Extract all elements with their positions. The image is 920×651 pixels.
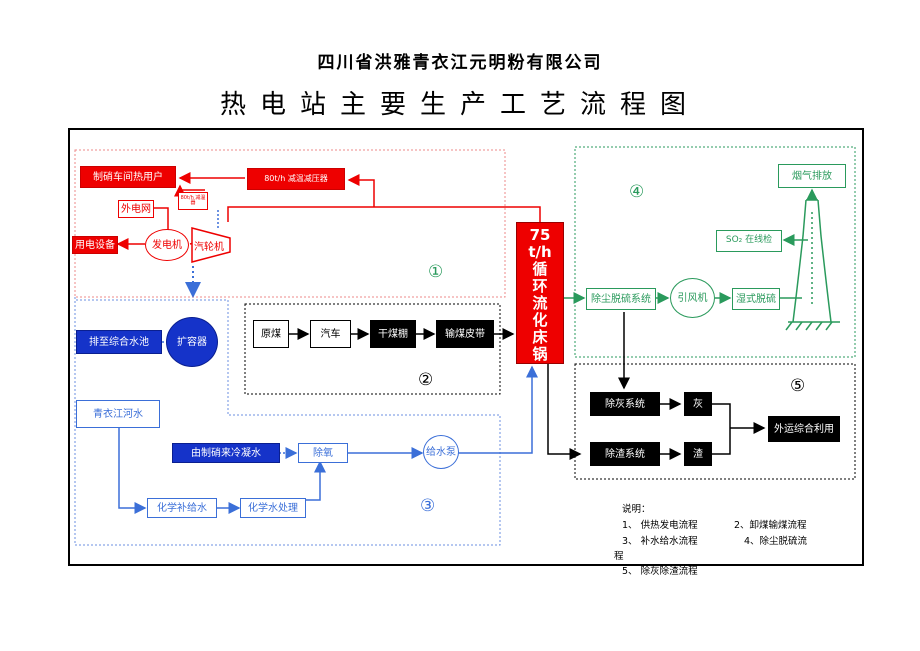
deaerator-box: 除氧	[298, 443, 348, 463]
section-number-5: ⑤	[790, 376, 806, 396]
generator-node: 发电机	[145, 229, 189, 261]
dust-desulf-box: 除尘脱硫系统	[586, 288, 656, 310]
flue-exhaust-box: 烟气排放	[778, 164, 846, 188]
feed-pump-node: 给水泵	[423, 435, 459, 469]
section-number-3: ③	[420, 496, 436, 516]
turbine-label: 汽轮机	[194, 242, 224, 253]
chem-treatment-box: 化学水处理	[240, 498, 306, 518]
dry-shed-box: 干煤棚	[370, 320, 416, 348]
river-box: 青衣江河水	[76, 400, 160, 428]
grid-box: 外电网	[118, 200, 154, 218]
reuse-box: 外运综合利用	[768, 416, 840, 442]
diagram-title: 热电站主要生产工艺流程图	[219, 90, 700, 120]
section-number-4: ④	[629, 182, 645, 202]
slag-box: 渣	[684, 442, 712, 466]
expander-node: 扩容器	[166, 317, 218, 367]
note-1: 1、 供热发电流程	[622, 520, 698, 531]
power-equipment-box: 用电设备	[72, 236, 118, 254]
induced-fan-node: 引风机	[670, 278, 715, 318]
chimney-icon	[785, 199, 840, 331]
wet-desulf-box: 湿式脱硫	[732, 288, 780, 310]
so2-monitor-box: SO₂ 在线检	[716, 230, 782, 252]
chem-makeup-box: 化学补给水	[147, 498, 217, 518]
note-3: 3、 补水给水流程	[622, 536, 698, 547]
pool-box: 排至综合水池	[76, 330, 162, 354]
ash-box: 灰	[684, 392, 712, 416]
heat-user-box: 制硝车间热用户	[80, 166, 176, 188]
conveyor-box: 输煤皮带	[436, 320, 494, 348]
note-4: 4、除尘脱硫流	[744, 536, 808, 547]
slag-system-box: 除渣系统	[590, 442, 660, 466]
raw-coal-box: 原煤	[253, 320, 289, 348]
note-5: 5、 除灰除渣流程	[622, 566, 698, 577]
notes-heading: 说明：	[622, 504, 651, 515]
note-4-cont: 程	[614, 551, 624, 562]
small-reducer-box: 80t/h 减温器	[178, 192, 208, 210]
section-number-2: ②	[418, 370, 434, 390]
ash-system-box: 除灰系统	[590, 392, 660, 416]
reducer-box: 80t/h 减温减压器	[247, 168, 345, 190]
diagram-frame	[68, 128, 864, 566]
condensate-box: 由制硝来冷凝水	[172, 443, 280, 463]
note-2: 2、卸煤输煤流程	[734, 520, 807, 531]
truck-box: 汽车	[310, 320, 351, 348]
company-name: 四川省洪雅青衣江元明粉有限公司	[317, 53, 603, 73]
section-number-1: ①	[428, 262, 444, 282]
